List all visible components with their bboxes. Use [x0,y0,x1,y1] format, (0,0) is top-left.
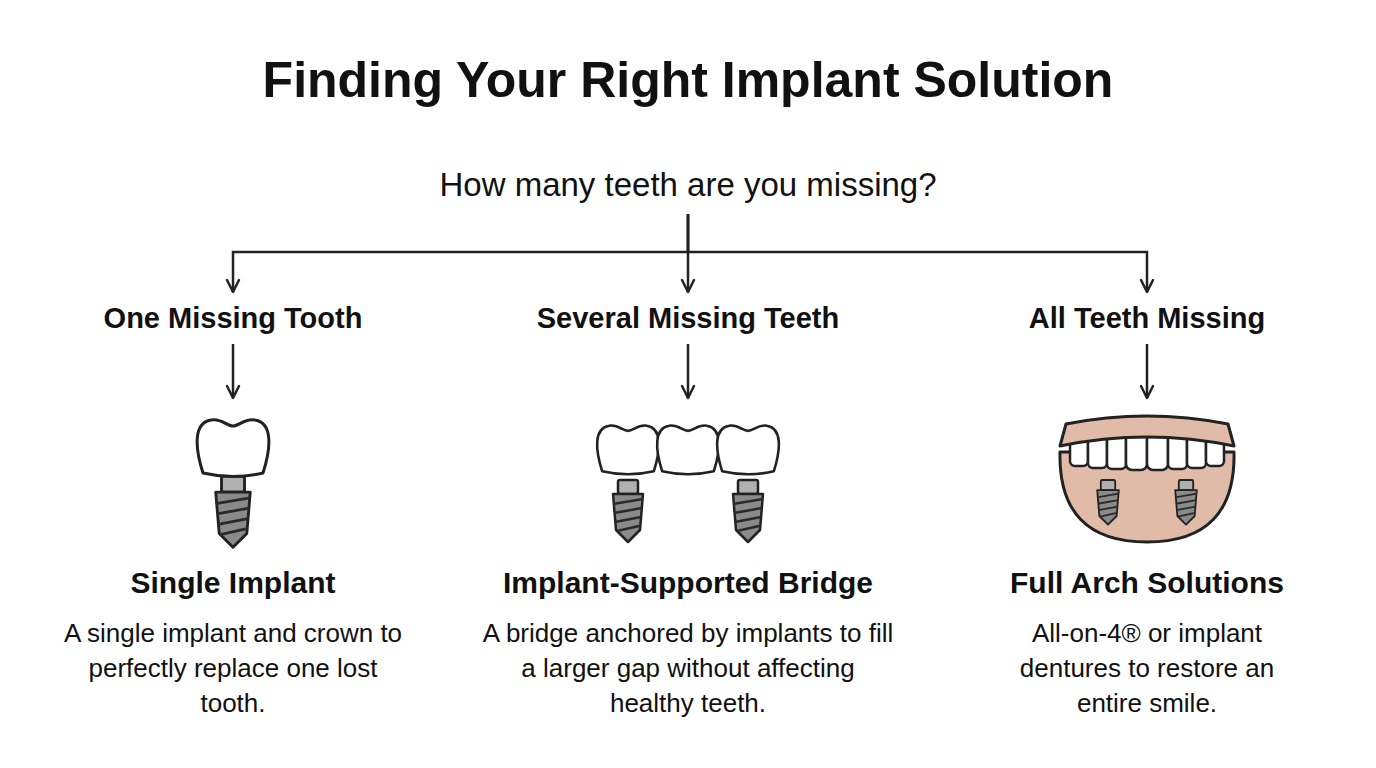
node-heading: Full Arch Solutions [957,565,1337,601]
tooth-crown [597,425,659,474]
node-description: All-on-4® or implant dentures to restore… [986,616,1308,721]
implant-screw [216,476,251,547]
tooth-crown [197,420,269,477]
node-description: A bridge anchored by implants to fill a … [482,616,894,721]
flow-arrow [688,214,1147,292]
implant-screw [1097,480,1119,525]
solution-box: Full Arch SolutionsAll-on-4® or implant … [957,398,1337,728]
node-heading: One Missing Tooth [58,292,408,338]
node-heading: Implant-Supported Bridge [458,565,918,601]
flow-arrow [232,344,235,398]
full-arch-icon [1060,416,1234,542]
branch-box: Several Missing Teeth [488,292,888,344]
node-heading: All Teeth Missing [972,292,1322,338]
branch-box: All Teeth Missing [972,292,1322,344]
flow-arrow [687,214,690,292]
node-heading: How many teeth are you missing? [338,158,1038,208]
tooth-crown [657,425,719,474]
solution-box: Implant-Supported Bridge A bridge anchore… [458,398,918,728]
flow-arrow [687,344,690,398]
solution-box: Single Implant A single implant and crown… [43,398,423,728]
bridge-icon [597,425,779,542]
question-box: How many teeth are you missing? [338,158,1038,214]
flow-arrow [233,214,688,292]
diagram-title: Finding Your Right Implant Solution [0,48,1376,112]
gum-top [1060,416,1234,446]
tooth-crown [717,425,779,474]
single-implant-icon [197,420,269,548]
implant-screw [613,480,643,542]
node-heading: Several Missing Teeth [488,292,888,338]
implant-screw [1175,480,1197,525]
implant-screw [733,480,763,542]
node-description: A single implant and crown to perfectly … [59,616,407,721]
node-heading: Single Implant [43,565,423,601]
flow-arrow [1146,344,1149,398]
branch-box: One Missing Tooth [58,292,408,344]
